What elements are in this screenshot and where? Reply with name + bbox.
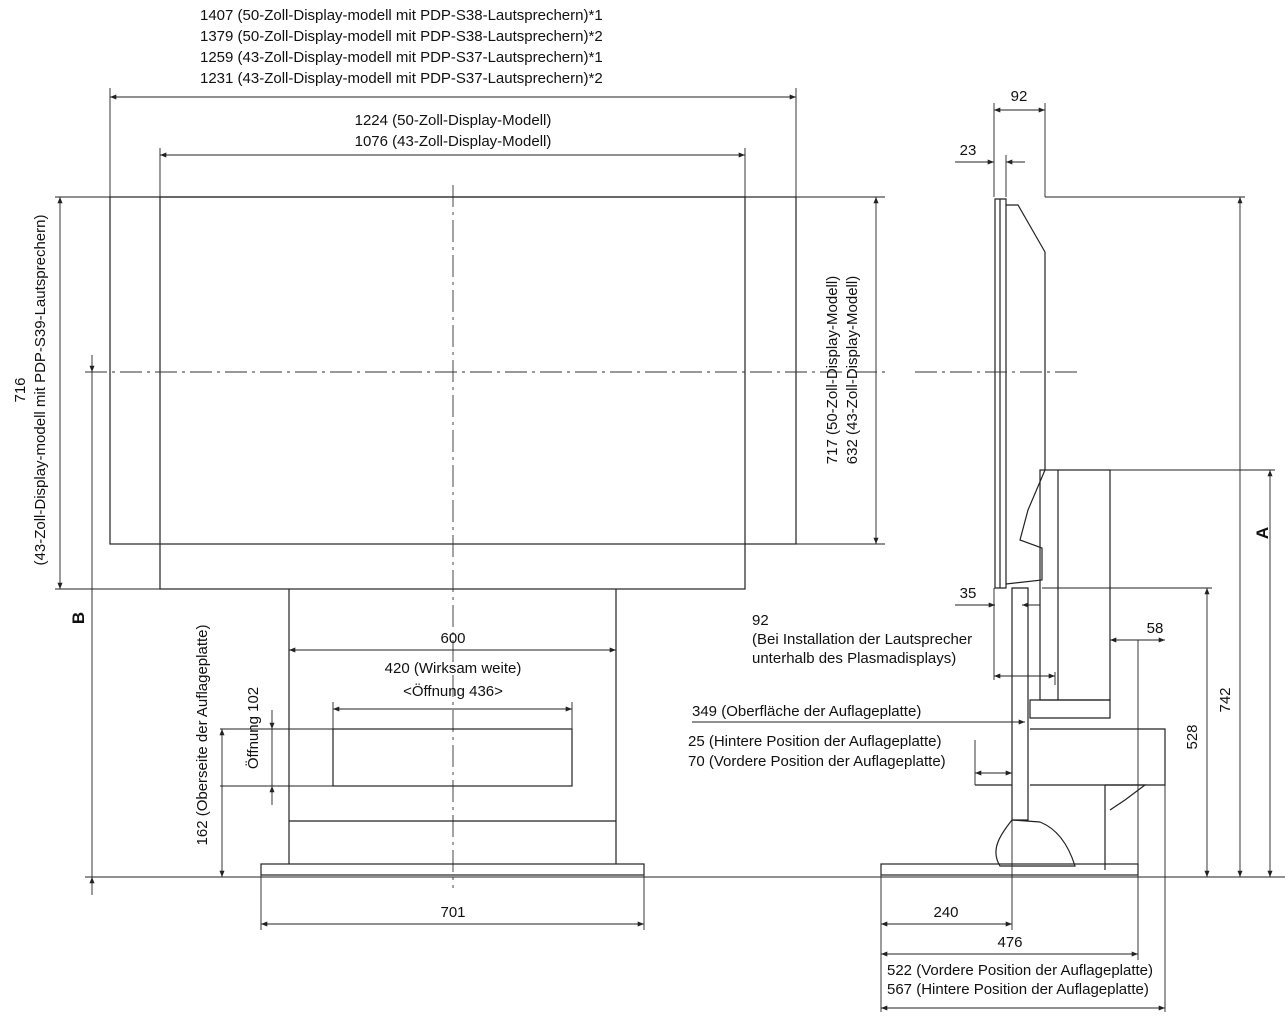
display-width-label-43: 1076 (43-Zoll-Display-Modell)	[355, 133, 552, 150]
width-label-1259: 1259 (43-Zoll-Display-modell mit PDP-S37…	[200, 49, 603, 66]
height-528-label: 528	[1184, 724, 1201, 749]
shelf-support	[1105, 784, 1147, 811]
stand-base-plate	[260, 863, 645, 876]
speaker-install-note-2: unterhalb des Plasmadisplays)	[752, 650, 956, 667]
shelf-opening	[332, 728, 573, 787]
opening-height-label: Öffnung 102	[244, 687, 262, 769]
display-width-label-50: 1224 (50-Zoll-Display-Modell)	[355, 112, 552, 129]
speaker-depth-label: 58	[1147, 620, 1164, 637]
height-632-label: 632 (43-Zoll-Display-Modell)	[844, 276, 861, 464]
shelf-surface-label: 349 (Oberfläche der Auflageplatte)	[692, 703, 921, 720]
side-view: 92 23 A 742 528	[688, 88, 1275, 1012]
height-742-label: 742	[1217, 687, 1234, 712]
width-label-1379: 1379 (50-Zoll-Display-modell mit PDP-S38…	[200, 28, 603, 45]
b-label: B	[69, 612, 88, 624]
depth-top-label: 92	[1011, 88, 1028, 105]
display-43-with-speaker-outline	[159, 196, 746, 590]
shelf-height-label: 162 (Oberseite der Auflageplatte)	[194, 625, 211, 846]
stand-foot-profile	[995, 819, 1076, 867]
base-522-label: 522 (Vordere Position der Auflageplatte)	[887, 962, 1153, 979]
opening-width-label: <Öffnung 436>	[403, 682, 503, 700]
front-view: 1407 (50-Zoll-Display-modell mit PDP-S38…	[12, 7, 1285, 930]
shelf-bracket-upper	[1029, 699, 1111, 719]
width-label-1231: 1231 (43-Zoll-Display-modell mit PDP-S37…	[200, 70, 603, 87]
display-panel-profile	[994, 198, 1007, 589]
stand-pole	[1011, 587, 1029, 821]
effective-width-label: 420 (Wirksam weite)	[385, 660, 522, 677]
bracket-label: 35	[960, 585, 977, 602]
panel-depth-label: 23	[960, 142, 977, 159]
a-label: A	[1253, 527, 1272, 539]
base-567-label: 567 (Hintere Position der Auflageplatte)	[887, 981, 1149, 998]
height-717-label: 717 (50-Zoll-Display-Modell)	[824, 276, 841, 464]
height-716-label: 716	[12, 377, 29, 402]
stand-width-label: 600	[440, 630, 465, 647]
width-label-1407: 1407 (50-Zoll-Display-modell mit PDP-S38…	[200, 7, 603, 24]
base-476-label: 476	[997, 934, 1022, 951]
height-716-note: (43-Zoll-Display-modell mit PDP-S39-Laut…	[32, 215, 49, 566]
display-back-cover	[1005, 204, 1046, 585]
base-240-label: 240	[933, 904, 958, 921]
shelf-rear-position-label: 25 (Hintere Position der Auflageplatte)	[688, 733, 941, 750]
shelf-plate	[1030, 728, 1166, 786]
base-width-label: 701	[440, 904, 465, 921]
shelf-front-position-label: 70 (Vordere Position der Auflageplatte)	[688, 753, 946, 770]
speaker-install-note-1: (Bei Installation der Lautsprecher	[752, 631, 972, 648]
speaker-column	[1039, 469, 1111, 701]
side-base-plate	[880, 863, 1139, 876]
speaker-install-depth: 92	[752, 612, 769, 629]
